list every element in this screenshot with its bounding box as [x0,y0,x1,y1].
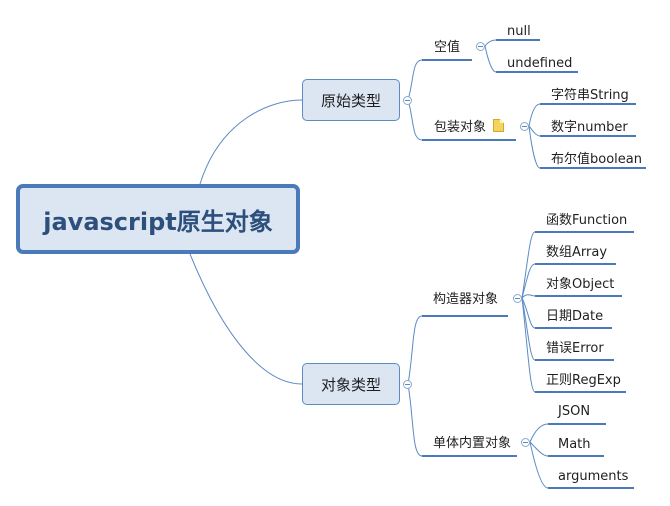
collapse-minus-icon[interactable] [513,294,522,303]
collapse-minus-icon[interactable] [476,42,485,51]
leaf-null[interactable]: null [507,24,531,39]
leaf-regexp[interactable]: 正则RegExp [546,373,621,388]
leaf-array[interactable]: 数组Array [546,245,608,260]
edge-ctor-array [521,263,536,299]
edge-singleton-math [529,441,549,457]
edge-primitive-empty [407,59,423,101]
edge-object-singleton [407,383,423,457]
edge-ctor-object [521,294,536,299]
edge-ctor-error [521,297,536,361]
leaf-function[interactable]: 函数Function [546,213,628,228]
edge-wrapper-boolean [528,125,541,169]
leaf-string[interactable]: 字符串String [551,88,629,103]
edge-object-ctor [407,315,423,385]
leaf-object[interactable]: 对象Object [546,277,615,292]
branch-primitive-type[interactable]: 原始类型 [302,79,400,121]
edge-ctor-function [521,231,536,299]
edge-ctor-regexp [521,297,536,393]
collapse-minus-icon[interactable] [520,122,529,131]
edge-wrapper-number [528,125,541,137]
leaf-error[interactable]: 错误Error [546,341,604,356]
edge-empty-undefined [484,45,497,73]
leaf-date[interactable]: 日期Date [546,309,604,324]
collapse-minus-icon[interactable] [521,438,530,447]
edge-singleton-arguments [529,441,549,489]
edge-singleton-json [529,423,549,443]
leaf-math[interactable]: Math [558,437,591,452]
leaf-undefined[interactable]: undefined [507,56,573,71]
branch-object-type[interactable]: 对象类型 [302,363,400,405]
group-singleton-label[interactable]: 单体内置对象 [433,436,512,451]
collapse-minus-icon[interactable] [403,380,412,389]
leaf-arguments[interactable]: arguments [558,469,629,484]
edge-wrapper-string [528,103,541,127]
group-empty-label[interactable]: 空值 [434,40,461,55]
leaf-number[interactable]: 数字number [551,120,628,135]
edge-root-primitive [199,99,303,185]
collapse-minus-icon[interactable] [403,96,412,105]
leaf-json[interactable]: JSON [558,404,591,419]
group-wrapper-label[interactable]: 包装对象 [434,120,487,135]
group-ctor-label[interactable]: 构造器对象 [433,292,499,307]
note-icon[interactable] [493,119,504,132]
edge-primitive-wrapper [407,99,423,141]
edge-root-object [189,253,303,385]
edge-empty-null [484,39,497,47]
edge-ctor-date [521,297,536,329]
root-node[interactable]: javascript原生对象 [16,184,300,254]
leaf-boolean[interactable]: 布尔值boolean [551,152,642,167]
